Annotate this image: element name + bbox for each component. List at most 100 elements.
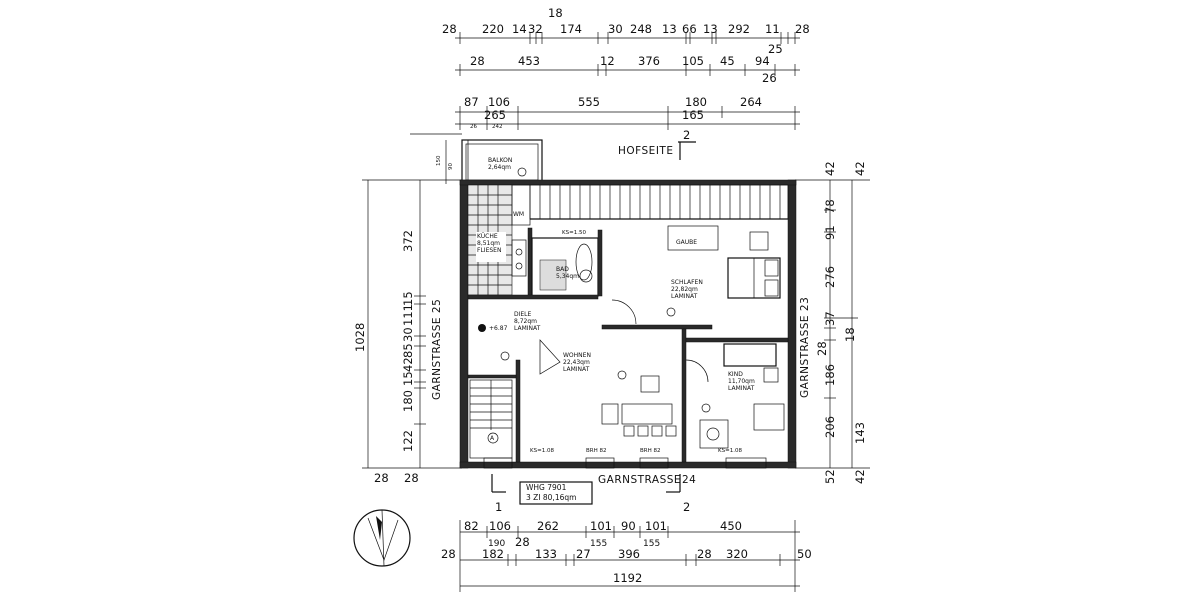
balkon-area: 2,64qm — [488, 164, 511, 171]
top2-dim-5: 105 — [682, 54, 704, 68]
left-dim-122: 122 — [401, 430, 415, 452]
ks108-left-label: KS=1.08 — [530, 448, 554, 454]
bottom-dim-27: 27 — [576, 547, 591, 561]
bottom-dim-28b: 28 — [697, 547, 712, 561]
left-dim-total: 1028 — [353, 323, 367, 352]
left-dim-15b: 15 — [401, 371, 415, 386]
bottom-dim-320: 320 — [726, 547, 748, 561]
unit-size: 3 ZI 80,16qm — [526, 493, 576, 502]
bottom-dim-182: 182 — [482, 547, 504, 561]
svg-text:2: 2 — [683, 128, 690, 142]
diele: DIELE 8,72qm LAMINAT +6.87 — [478, 311, 561, 375]
top-dim-12: 11 — [765, 22, 780, 36]
top-dim-13: 28 — [795, 22, 810, 36]
wohnen-area: 22,43qm — [563, 359, 590, 366]
left-dim-180: 180 — [401, 390, 415, 412]
garnstrasse-right: GARNSTRASSE 23 — [799, 297, 811, 398]
left-dim-15a: 15 — [401, 291, 415, 306]
diele-floor: LAMINAT — [514, 325, 541, 332]
top-row1-ticks — [459, 32, 796, 44]
top-dimension-chains: 18 28 220 14 32 174 30 248 13 66 13 292 … — [442, 6, 810, 130]
right-dim-18: 18 — [843, 327, 857, 342]
section-marker-bottom-right: 2 — [666, 474, 690, 514]
unit-number: WHG 7901 — [526, 483, 567, 492]
bad-name: BAD — [556, 266, 569, 273]
bottom-dim-396: 396 — [618, 547, 640, 561]
garnstrasse-left: GARNSTRASSE 25 — [431, 299, 443, 400]
schlafen-name: SCHLAFEN — [671, 279, 703, 286]
right-dim-52: 52 — [823, 469, 837, 484]
garnstrasse-bottom-number: 24 — [682, 474, 696, 486]
top-row3-ticks — [459, 106, 796, 130]
top2-dim-7: 94 — [755, 54, 770, 68]
top-dim-6: 30 — [608, 22, 623, 36]
balcony: BALKON 2,64qm 26 242 150 90 — [410, 124, 543, 185]
garnstrasse-bottom: GARNSTRASSE — [598, 474, 681, 486]
schlafen-floor: LAMINAT — [671, 293, 698, 300]
left-dim-28a: 28 — [374, 471, 389, 485]
top-dim-10: 13 — [703, 22, 718, 36]
right-dim-206: 206 — [823, 416, 837, 438]
kueche-area: 8,51qm — [477, 240, 500, 247]
wm-label: WM — [513, 211, 524, 218]
right-dim-186: 186 — [823, 364, 837, 386]
right-dim-91: 91 — [823, 225, 837, 240]
balkon-name: BALKON — [488, 157, 512, 164]
top-dim-1: 28 — [442, 22, 457, 36]
bottom-dim-90: 90 — [621, 519, 636, 533]
kueche-name: KÜCHE — [477, 233, 498, 240]
bottom-dim-450: 450 — [720, 519, 742, 533]
top3-dim-1: 87 — [464, 95, 479, 109]
top4-dim-1: 265 — [484, 108, 506, 122]
bottom-dim-133: 133 — [535, 547, 557, 561]
bottom-dim-82: 82 — [464, 519, 479, 533]
diele-name: DIELE — [514, 311, 532, 318]
interior-walls — [467, 294, 789, 463]
bottom-dim-106: 106 — [489, 519, 511, 533]
bottom-dim-190: 190 — [488, 539, 505, 549]
kitchen: KÜCHE 8,51qm FLIESEN WM — [467, 184, 533, 299]
right-dim-78: 78 — [823, 199, 837, 214]
bottom-dim-101a: 101 — [590, 519, 612, 533]
left-dim-85: 85 — [401, 343, 415, 358]
top3-dim-5: 264 — [740, 95, 762, 109]
top-dim-7: 248 — [630, 22, 652, 36]
top-dim-4: 32 — [528, 22, 543, 36]
balcony-dim-90: 90 — [448, 163, 454, 170]
bottom-dim-50: 50 — [797, 547, 812, 561]
balcony-dim-242: 242 — [492, 124, 503, 130]
bottom-dim-total: 1192 — [613, 571, 642, 585]
svg-text:1: 1 — [495, 500, 502, 514]
top-dim-5: 174 — [560, 22, 582, 36]
staircase: A — [469, 351, 513, 459]
bottom-dim-101b: 101 — [645, 519, 667, 533]
brh2-label: BRH 82 — [640, 448, 660, 454]
bottom-dim-28mid: 28 — [515, 535, 530, 549]
right-dim-42a: 42 — [823, 161, 837, 176]
right-dimension-chains: 42 78 91 276 37 28 186 206 52 42 18 143 … — [795, 161, 870, 484]
ks108-right-label: KS=1.08 — [718, 448, 742, 454]
top4-dim-2: 165 — [682, 108, 704, 122]
level-label: +6.87 — [489, 325, 508, 332]
kind-area: 11,70qm — [728, 378, 755, 385]
right-dim-42c: 42 — [853, 469, 867, 484]
balcony-dim-150: 150 — [436, 155, 442, 166]
right-dim-37: 37 — [823, 311, 837, 326]
ks150-label: KS=1.50 — [562, 230, 586, 236]
top-extra-18: 18 — [548, 6, 563, 20]
unit-info-box: WHG 7901 3 ZI 80,16qm — [519, 481, 593, 505]
brh1-label: BRH 82 — [586, 448, 606, 454]
top2-dim-3: 12 — [600, 54, 615, 68]
top-dim-8: 13 — [662, 22, 677, 36]
kind-room: KIND 11,70qm LAMINAT — [699, 343, 785, 449]
top2-dim-1: 28 — [470, 54, 485, 68]
top2-dim-2: 453 — [518, 54, 540, 68]
top3-dim-2: 106 — [488, 95, 510, 109]
right-dim-143: 143 — [853, 422, 867, 444]
top2-dim-6: 45 — [720, 54, 735, 68]
bottom-dim-155a: 155 — [590, 539, 607, 549]
kind-floor: LAMINAT — [728, 385, 755, 392]
top-dim-11: 292 — [728, 22, 750, 36]
svg-text:2: 2 — [683, 500, 690, 514]
